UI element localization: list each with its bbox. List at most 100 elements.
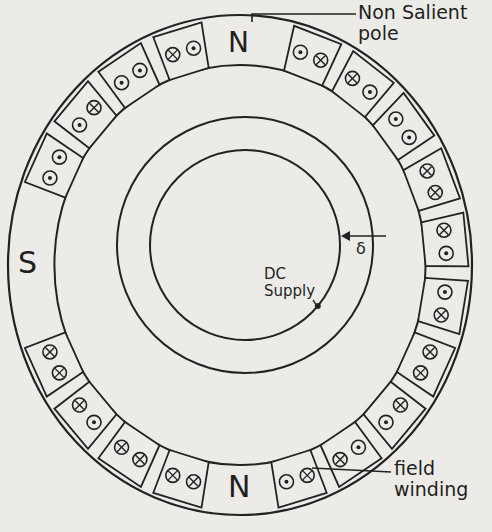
conductor-dot [443,290,447,294]
conductor-cross [303,471,312,480]
conductor-dot [384,420,388,424]
rotor-slot [332,51,394,117]
conductor [52,366,66,380]
conductor-cross [117,443,126,452]
leader-line [312,468,391,472]
shaft-circle [150,150,340,340]
conductor [43,171,57,185]
rotor-slot [25,332,83,396]
rotor-slot [321,422,382,487]
conductor [314,53,328,67]
rotor-slot [25,133,83,197]
rotor-slot [54,81,116,148]
conductor [87,415,101,429]
conductor-cross [431,188,440,197]
conductor [351,440,365,454]
rotor-ring [117,117,373,373]
conductor-cross [303,471,312,480]
conductor-cross [439,226,448,235]
conductor-cross [348,74,357,83]
conductor [115,76,129,90]
conductor-cross [55,368,64,377]
conductor-cross [316,56,325,65]
rotor-slot [364,382,426,449]
conductor-cross [426,347,435,356]
conductor [279,475,293,489]
conductor [393,398,407,412]
conductor [420,164,434,178]
rotor-slot [284,26,341,86]
slot-base-outline [54,65,425,465]
rotor-slot [421,213,468,267]
conductor-cross [168,50,177,59]
conductor-cross [89,103,98,112]
conductor-cross [336,455,345,464]
conductor-dot [394,117,398,121]
conductor-dot [444,251,448,255]
conductor [379,415,393,429]
conductor [423,345,437,359]
conductor [402,130,416,144]
conductor [333,453,347,467]
rotor-slot [98,43,159,108]
conductor-cross [75,401,84,410]
rotor-slot [403,148,460,211]
leader-line [252,14,356,22]
conductor [439,246,453,260]
conductor-cross [416,368,425,377]
conductor-cross [423,166,432,175]
conductor-dot [407,135,411,139]
conductor-cross [45,347,54,356]
supply-label: DC Supply [262,266,322,299]
conductor-cross [168,471,177,480]
conductor-cross [168,50,177,59]
conductor [363,85,377,99]
conductor-cross [396,401,405,410]
arrow-line [346,235,386,237]
rotor-slot [54,382,116,449]
conductor-cross [437,311,446,320]
rotor-outline [8,15,472,515]
conductor [115,440,129,454]
rotor-slot [271,450,326,508]
conductor-cross [189,477,198,486]
conductor-cross [189,477,198,486]
conductor [428,186,442,200]
conductor [187,41,201,55]
leader-line [313,300,316,304]
rotor-slot [98,422,159,487]
conductor [437,223,451,237]
conductor-cross [423,166,432,175]
conductor [414,366,428,380]
conductor-dot [92,420,96,424]
conductor-cross [55,368,64,377]
conductor [133,453,147,467]
conductor-dot [78,123,82,127]
conductor [187,475,201,489]
winding-label: field winding [392,458,488,500]
pole-label: N [226,470,252,503]
conductor [166,468,180,482]
conductor-dot [48,176,52,180]
conductor-dot [368,90,372,94]
conductor-cross [168,471,177,480]
conductor-cross [348,74,357,83]
conductor-dot [356,445,360,449]
conductor [166,48,180,62]
conductor-cross [45,347,54,356]
conductor-dot [284,480,288,484]
rotor-slot [373,93,435,160]
conductor [300,468,314,482]
conductor [133,63,147,77]
conductor-dot [298,50,302,54]
pole-label: N [226,28,251,59]
conductor-cross [426,347,435,356]
pole-label: S [16,246,39,279]
conductor-cross [89,103,98,112]
conductor-cross [117,443,126,452]
conductor-cross [439,226,448,235]
conductor-cross [396,401,405,410]
conductor [73,398,87,412]
conductor [52,150,66,164]
